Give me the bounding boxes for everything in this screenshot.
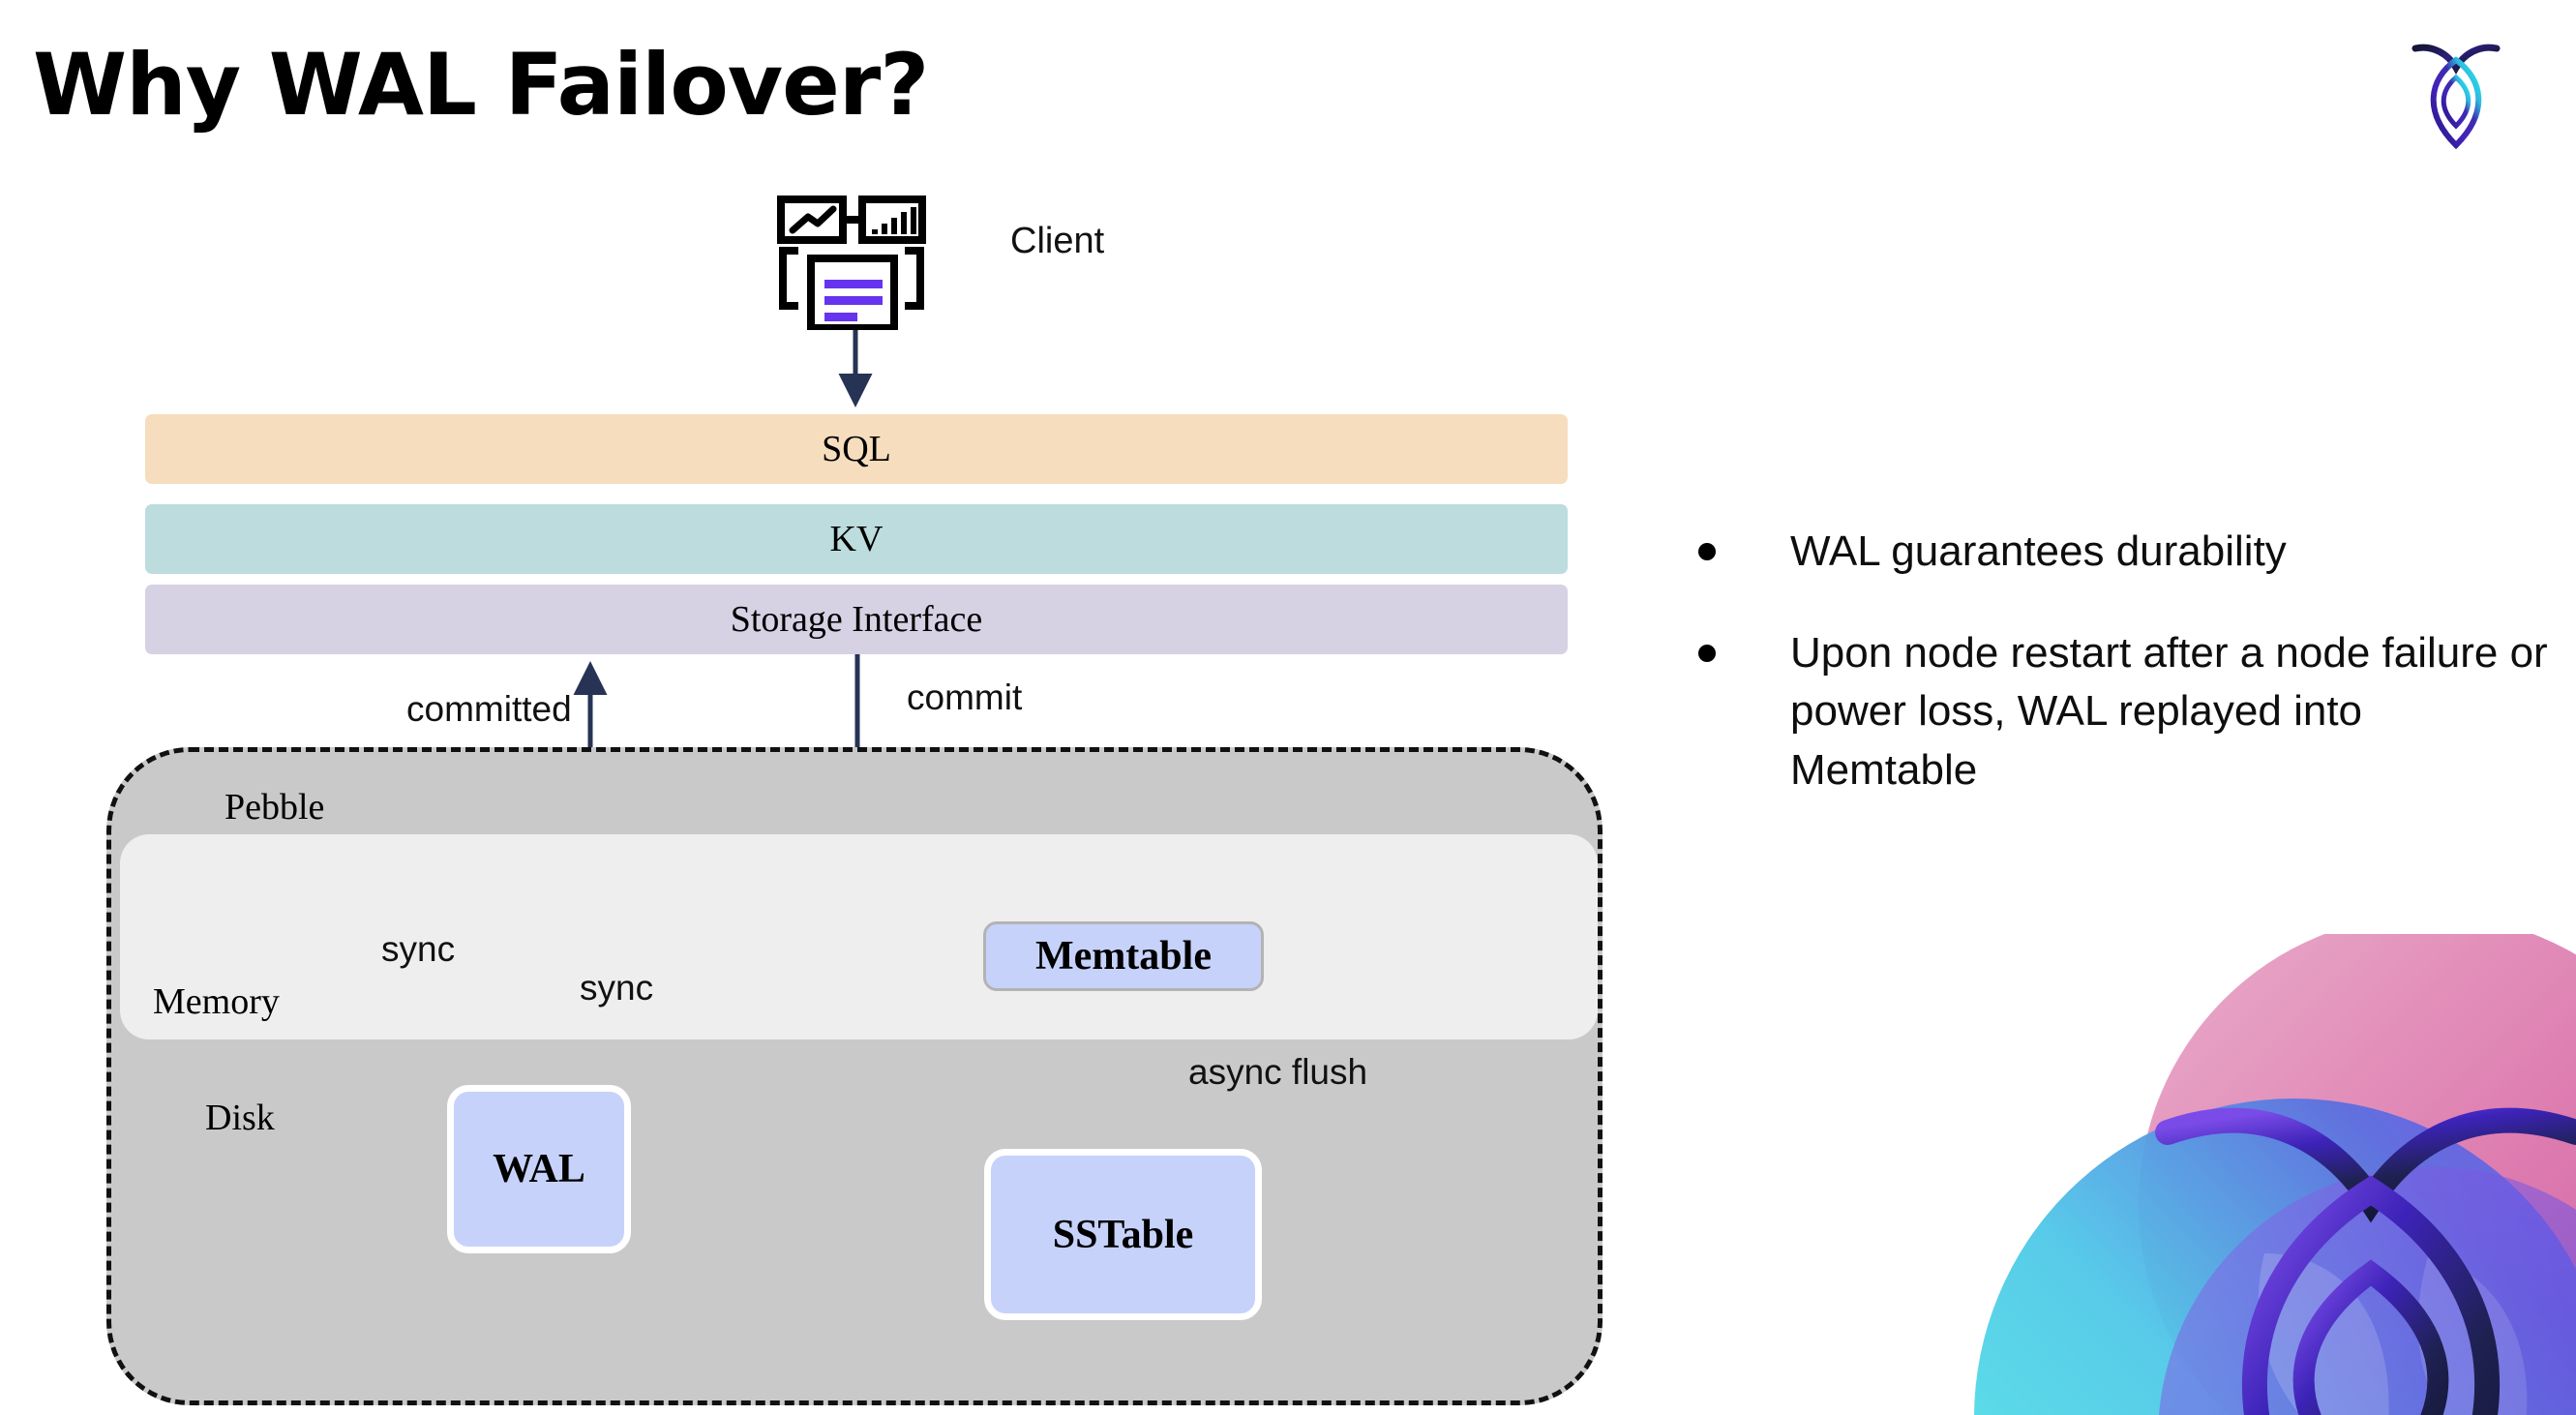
node-wal: WAL (447, 1085, 631, 1253)
bullet-text: WAL guarantees durability (1790, 527, 2287, 575)
edge-label-async-flush: async flush (1188, 1052, 1368, 1092)
layer-bar-storage-interface: Storage Interface (145, 585, 1568, 654)
bullet-dot-icon (1698, 543, 1716, 560)
memory-region (120, 834, 1598, 1039)
node-sstable: SSTable (984, 1149, 1262, 1320)
layer-bar-kv: KV (145, 504, 1568, 574)
node-sstable-label: SSTable (1052, 1212, 1194, 1257)
decorative-corner-graphic (1974, 934, 2576, 1415)
edge-label-sync-right: sync (580, 968, 654, 1008)
bullet-text: Upon node restart after a node failure o… (1790, 628, 2548, 795)
layer-bar-kv-label: KV (829, 519, 884, 559)
layer-bar-storage-interface-label: Storage Interface (730, 599, 983, 640)
client-terminal-icon (769, 190, 934, 332)
list-item: Upon node restart after a node failure o… (1698, 624, 2550, 800)
edge-label-sync-left: sync (381, 929, 456, 969)
node-memtable: Memtable (983, 921, 1264, 991)
edge-label-committed: committed (406, 689, 572, 729)
edge-label-commit: commit (907, 677, 1023, 717)
memory-label: Memory (153, 981, 280, 1022)
bullet-list: WAL guarantees durability Upon node rest… (1698, 523, 2550, 843)
page-title: Why WAL Failover? (33, 35, 929, 135)
layer-bar-sql: SQL (145, 414, 1568, 484)
bullet-dot-icon (1698, 644, 1716, 662)
list-item: WAL guarantees durability (1698, 523, 2550, 582)
node-memtable-label: Memtable (1035, 934, 1212, 978)
layer-bar-sql-label: SQL (822, 429, 891, 469)
client-label: Client (1010, 221, 1105, 261)
node-wal-label: WAL (493, 1147, 585, 1191)
cockroachdb-logo (2408, 33, 2504, 150)
pebble-label: Pebble (225, 787, 325, 828)
disk-label: Disk (205, 1098, 275, 1138)
